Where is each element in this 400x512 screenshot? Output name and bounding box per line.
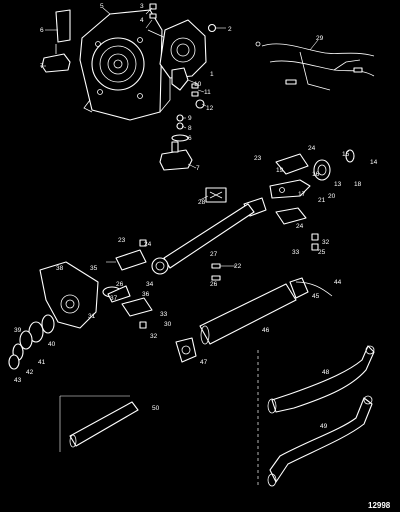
callout-12: 12: [206, 105, 214, 112]
callout-25: 25: [318, 249, 326, 256]
callout-13: 13: [334, 181, 342, 188]
callout-23-left: 23: [118, 237, 126, 244]
callout-23: 23: [254, 155, 262, 162]
callout-41: 41: [38, 359, 46, 366]
callout-15: 15: [342, 151, 350, 158]
drive-shaft: [151, 203, 255, 275]
callout-18: 18: [354, 181, 362, 188]
callout-40: 40: [48, 341, 56, 348]
callout-16: 16: [312, 171, 320, 178]
callout-29: 29: [316, 35, 324, 42]
callout-28: 28: [198, 199, 206, 206]
callout-2: 2: [228, 26, 232, 33]
callout-20: 20: [328, 193, 336, 200]
callout-6: 6: [40, 27, 44, 34]
drive-flange-plate: [159, 19, 217, 79]
callout-22: 22: [234, 263, 242, 270]
bearing-stack: [8, 314, 55, 370]
callout-5: 5: [100, 3, 104, 10]
callout-39: 39: [14, 327, 22, 334]
callout-49: 49: [320, 423, 328, 430]
callout-48: 48: [322, 369, 330, 376]
callout-3: 3: [140, 3, 144, 10]
callout-33-lower: 33: [160, 311, 168, 318]
pipe-50-box: [59, 395, 139, 452]
callout-42: 42: [26, 369, 34, 376]
leader-lines: [40, 7, 319, 267]
callout-11: 11: [204, 89, 211, 96]
callout-19: 19: [276, 167, 284, 174]
callout-35: 35: [90, 265, 98, 272]
callout-7-lower: 7: [196, 165, 200, 172]
u-joint: [205, 187, 267, 217]
callout-50: 50: [152, 405, 160, 412]
callout-4: 4: [140, 17, 144, 24]
left-bracket: [41, 9, 71, 73]
callout-38: 38: [56, 265, 64, 272]
callout-33: 33: [292, 249, 300, 256]
callout-17: 17: [298, 191, 306, 198]
wiring-harness: [255, 41, 375, 91]
callout-32: 32: [322, 239, 330, 246]
callout-36: 36: [142, 291, 150, 298]
callout-44: 44: [334, 279, 342, 286]
callout-10: 10: [194, 81, 202, 88]
callout-7: 7: [40, 63, 44, 70]
end-fitting: [175, 337, 197, 363]
lower-mount: [159, 141, 193, 171]
callout-14: 14: [370, 159, 378, 166]
callout-47: 47: [200, 359, 208, 366]
upper-right-assembly: [269, 149, 355, 251]
callout-26-b: 26: [210, 281, 218, 288]
callout-8: 8: [188, 125, 192, 132]
callout-46: 46: [262, 327, 270, 334]
small-hardware-top: [149, 3, 205, 142]
callout-45: 45: [312, 293, 320, 300]
hose-assemblies: [257, 345, 375, 488]
callout-26: 26: [116, 281, 124, 288]
callout-37: 37: [110, 295, 118, 302]
callout-34: 34: [146, 281, 154, 288]
transmission-housing: [79, 9, 171, 121]
callout-30: 30: [164, 321, 172, 328]
figure-id: 12998: [368, 501, 391, 510]
callout-6-lower: 6: [188, 135, 192, 142]
flex-hose: [199, 277, 333, 345]
callout-1: 1: [210, 71, 214, 78]
shaft-housing: [39, 261, 99, 329]
callout-9: 9: [188, 115, 192, 122]
callout-24-right: 24: [296, 223, 304, 230]
callout-24-left: 24: [144, 241, 152, 248]
callout-32-lower: 32: [150, 333, 158, 340]
callout-24: 24: [308, 145, 316, 152]
callout-27: 27: [210, 251, 218, 258]
callout-31: 31: [88, 313, 96, 320]
callout-43: 43: [14, 377, 22, 384]
callout-21: 21: [318, 197, 326, 204]
